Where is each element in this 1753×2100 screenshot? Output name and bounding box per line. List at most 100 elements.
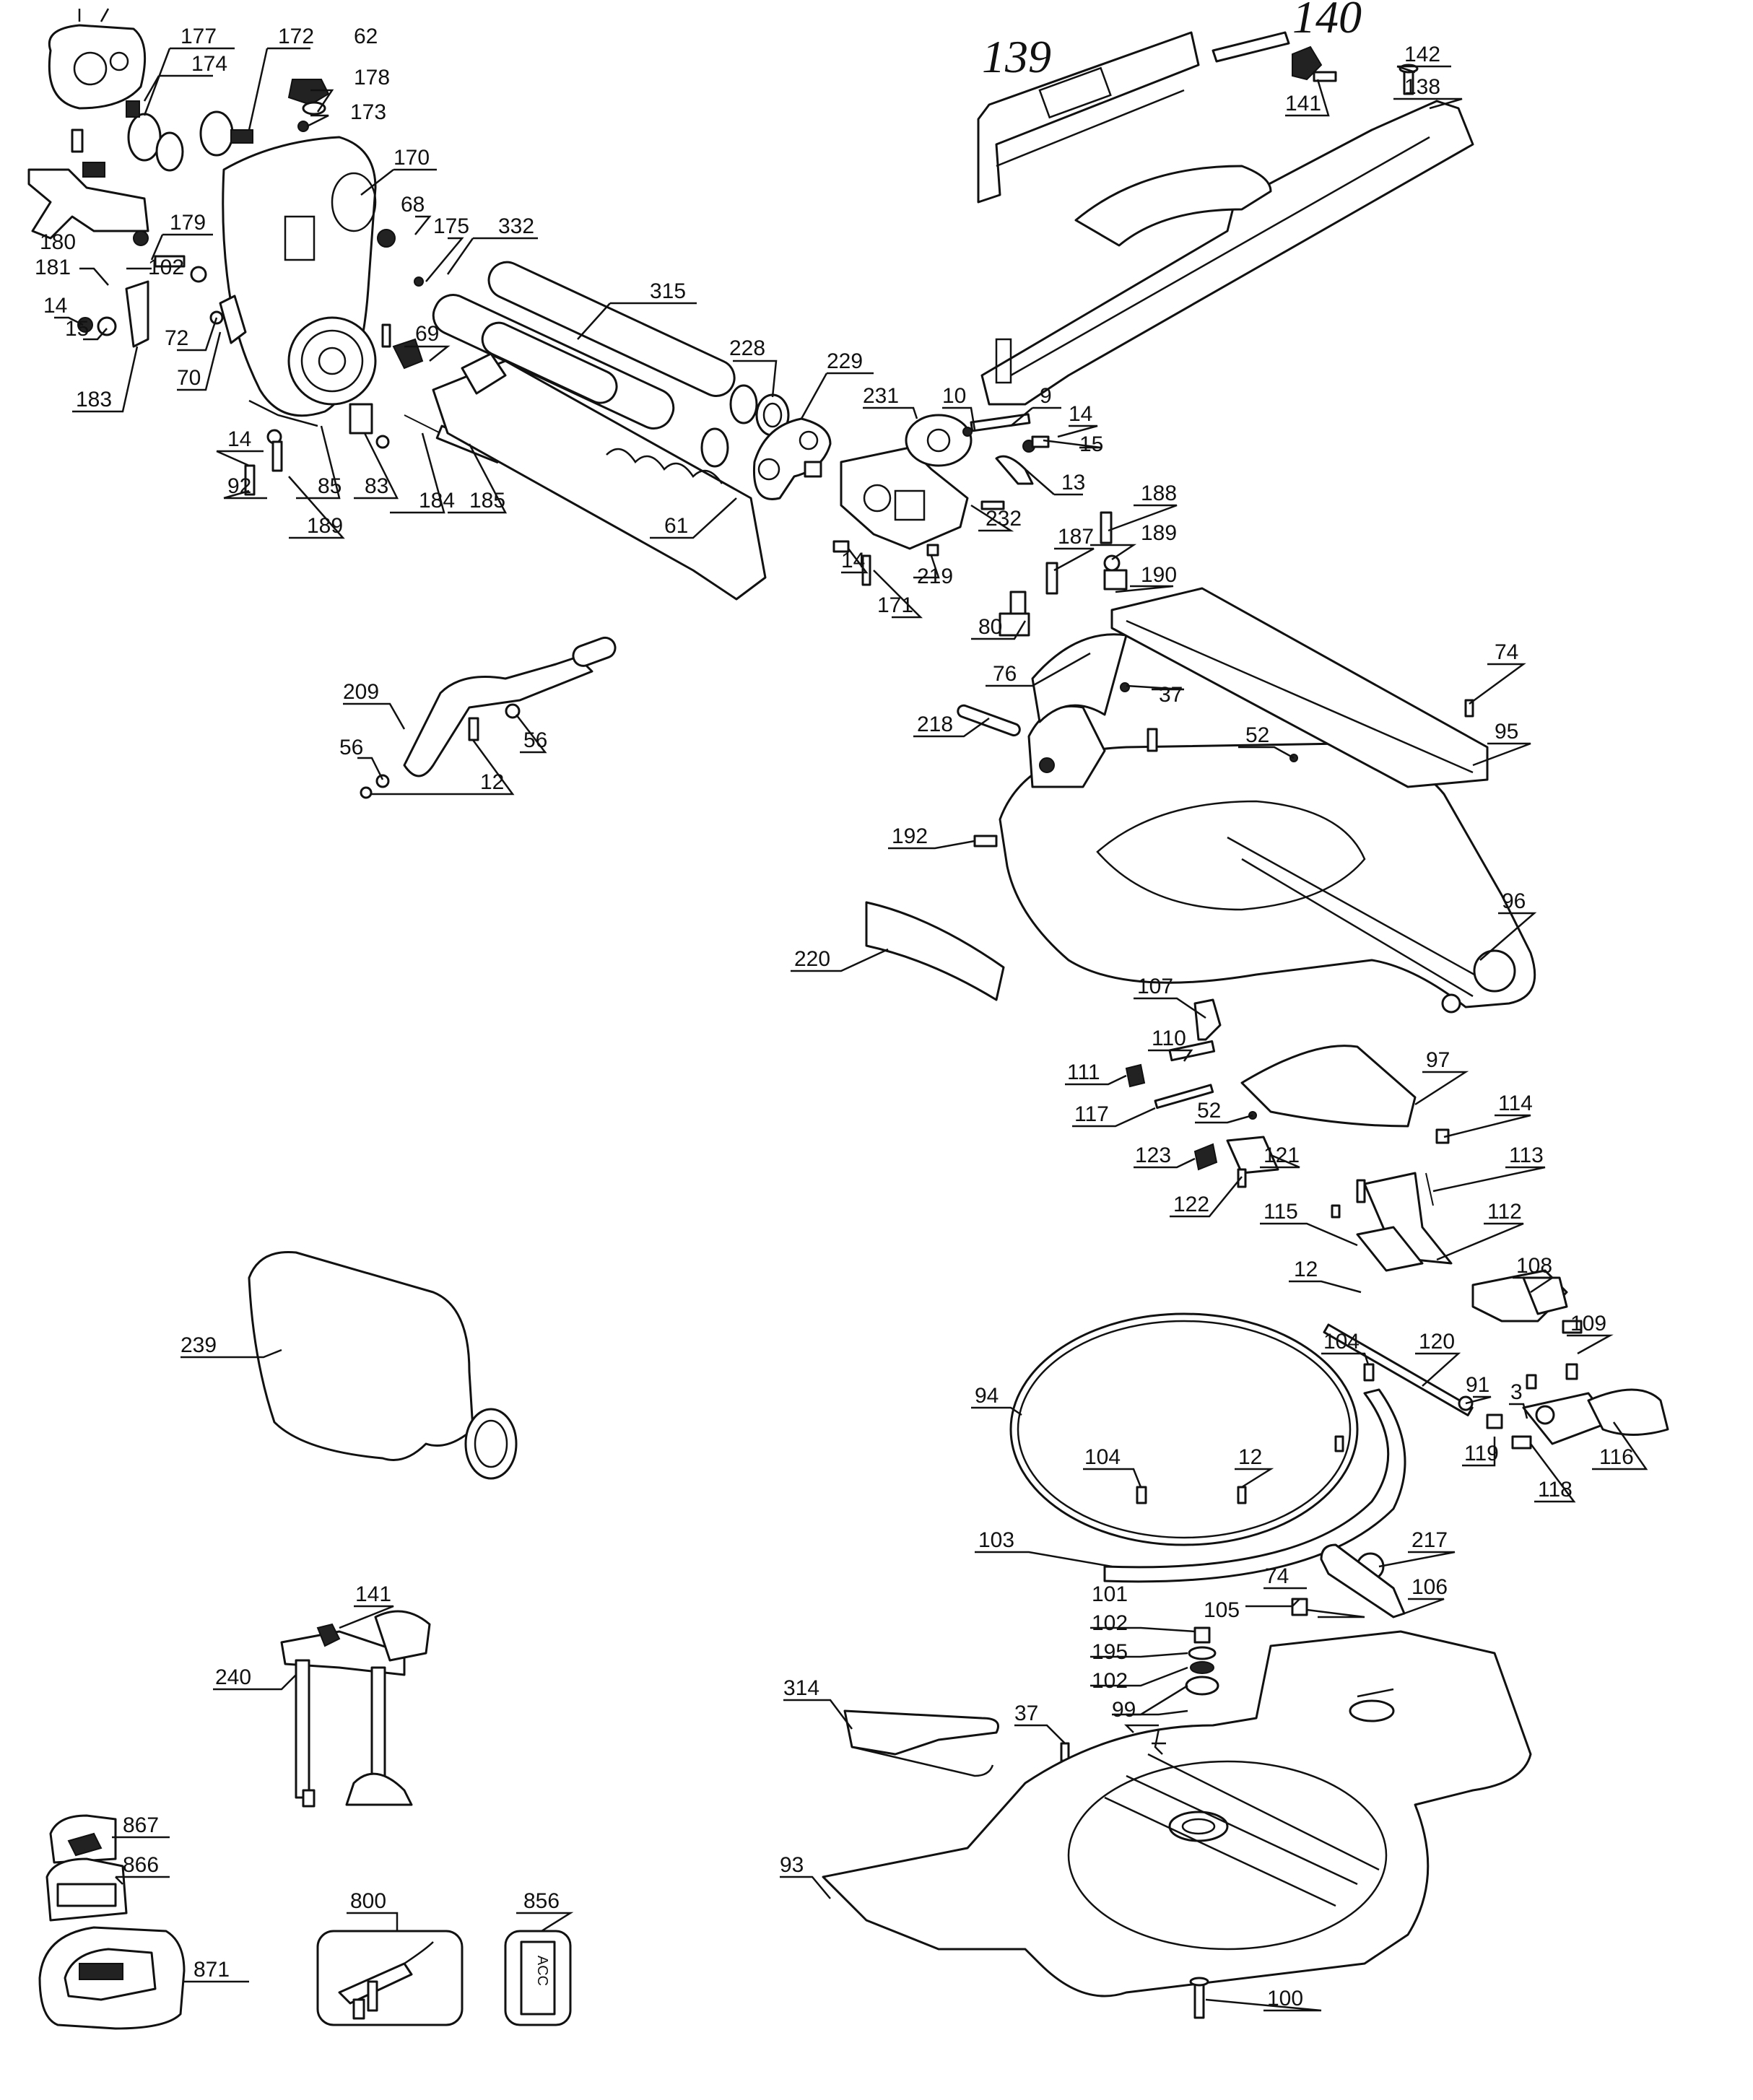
callout-173: 173 <box>350 100 386 124</box>
callout-14-lower: 14 <box>227 427 251 451</box>
callout-61: 61 <box>664 514 688 538</box>
callout-110: 110 <box>1152 1027 1186 1050</box>
callout-93: 93 <box>780 1853 804 1877</box>
handwritten-140: 140 <box>1292 0 1362 43</box>
callout-15-left: 15 <box>65 317 89 341</box>
callout-97: 97 <box>1426 1048 1450 1072</box>
callout-91: 91 <box>1466 1373 1489 1397</box>
leader-lines <box>54 47 1648 2012</box>
wrench-314-part <box>843 1709 999 1777</box>
callout-80: 80 <box>978 615 1002 639</box>
battery-cover-867-part <box>49 1814 117 1864</box>
pin-218-part <box>957 704 1021 737</box>
callout-209: 209 <box>343 680 379 704</box>
callout-175: 175 <box>433 214 469 238</box>
callout-229: 229 <box>827 349 863 373</box>
callout-114: 114 <box>1498 1092 1533 1115</box>
callout-119: 119 <box>1464 1442 1499 1465</box>
plate-229-part <box>752 417 832 500</box>
callout-232: 232 <box>986 507 1022 531</box>
callout-187: 187 <box>1058 525 1094 549</box>
callout-219: 219 <box>917 565 953 588</box>
callout-195: 195 <box>1092 1640 1128 1664</box>
callout-240: 240 <box>215 1665 251 1689</box>
callout-123: 123 <box>1135 1143 1171 1167</box>
callout-314: 314 <box>783 1676 819 1700</box>
callout-105: 105 <box>1204 1598 1240 1622</box>
callout-52-lower: 52 <box>1197 1099 1221 1123</box>
handle-180-part <box>27 162 149 246</box>
callout-56-right: 56 <box>523 728 547 752</box>
callout-116: 116 <box>1599 1445 1634 1469</box>
callout-14-right: 14 <box>1069 402 1092 426</box>
callout-220: 220 <box>794 947 830 971</box>
pivot-hardware-part <box>832 413 1050 586</box>
charger-871-part <box>38 1926 186 2030</box>
callout-74-lower: 74 <box>1265 1564 1289 1588</box>
callout-70: 70 <box>177 366 201 390</box>
callout-72: 72 <box>165 326 188 350</box>
pivot-bracket-231-part <box>840 414 973 550</box>
callout-171: 171 <box>877 593 913 617</box>
lock-lever-209-part <box>360 636 617 799</box>
fence-clip-140-part <box>1212 31 1290 63</box>
callout-184: 184 <box>419 489 455 513</box>
callout-92: 92 <box>227 474 251 498</box>
callout-74-upper: 74 <box>1495 640 1518 664</box>
callout-180: 180 <box>40 230 76 254</box>
rod-120-part <box>1323 1323 1474 1416</box>
callout-108: 108 <box>1516 1254 1552 1278</box>
callout-172: 172 <box>278 25 314 48</box>
callout-177: 177 <box>180 25 217 48</box>
callout-10: 10 <box>942 384 966 408</box>
handwritten-139: 139 <box>982 31 1051 82</box>
callout-104-upper: 104 <box>1323 1330 1360 1354</box>
callout-15-right: 15 <box>1079 432 1103 456</box>
gasket-rings-part <box>126 100 234 172</box>
callout-183: 183 <box>76 388 112 411</box>
callout-102-lower: 102 <box>1092 1669 1128 1693</box>
callout-231: 231 <box>863 384 899 408</box>
callout-218: 218 <box>917 713 953 736</box>
callout-332: 332 <box>498 214 534 238</box>
miter-scale-103-part <box>1103 1388 1406 1583</box>
callout-871: 871 <box>193 1958 230 1982</box>
callout-192: 192 <box>892 824 928 848</box>
callout-800: 800 <box>350 1889 386 1913</box>
callout-94: 94 <box>975 1384 999 1408</box>
washers-102-part <box>1363 1363 1375 1382</box>
callout-113: 113 <box>1509 1143 1544 1167</box>
callout-37-lower: 37 <box>1014 1702 1038 1725</box>
callout-112: 112 <box>1487 1200 1522 1224</box>
callout-239: 239 <box>180 1333 217 1357</box>
callout-56-left: 56 <box>339 736 363 759</box>
callout-12-upper: 12 <box>480 770 504 794</box>
battery-866-part <box>45 1857 128 1922</box>
callout-109: 109 <box>1570 1312 1606 1336</box>
callout-69: 69 <box>415 322 439 346</box>
callout-118: 118 <box>1538 1478 1573 1502</box>
callout-856: 856 <box>523 1889 560 1913</box>
callout-68: 68 <box>401 193 425 217</box>
base-93-part <box>822 1630 1532 1997</box>
callout-76: 76 <box>993 662 1017 686</box>
callout-111: 111 <box>1067 1060 1100 1084</box>
clamp-knob-141-part <box>1292 45 1337 82</box>
rail-315-part <box>487 261 758 468</box>
turntable-96-part <box>999 742 1536 1014</box>
callout-866: 866 <box>123 1853 159 1877</box>
callout-104-lower: 104 <box>1084 1445 1121 1469</box>
callout-178: 178 <box>354 66 390 90</box>
handle-116-part <box>1486 1363 1669 1450</box>
rail-332-part <box>432 294 675 430</box>
callout-102-mid: 102 <box>1092 1611 1128 1635</box>
callout-185: 185 <box>469 489 505 513</box>
callout-170: 170 <box>393 146 430 170</box>
dust-bag-239-part <box>248 1250 518 1480</box>
bevel-post-76-part <box>1027 633 1128 788</box>
callout-228: 228 <box>729 336 765 360</box>
callout-99: 99 <box>1112 1698 1136 1722</box>
bevel-rail-95-part <box>1110 587 1489 788</box>
callout-37-upper: 37 <box>1159 683 1183 707</box>
